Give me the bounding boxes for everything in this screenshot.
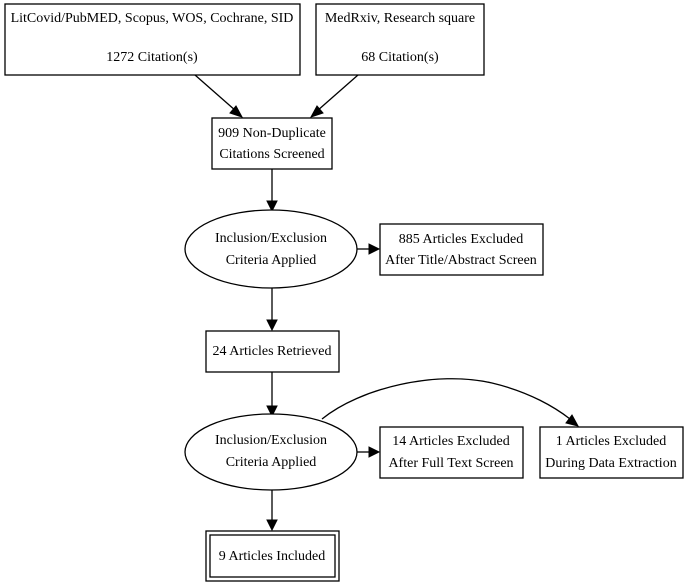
node-criteria-1: Inclusion/Exclusion Criteria Applied [184,209,358,289]
node-screened: 909 Non-Duplicate Citations Screened [211,117,333,170]
node-retrieved: 24 Articles Retrieved [205,330,340,373]
node-screened-line1: 909 Non-Duplicate [218,126,326,141]
node-source-databases-line2: 1272 Citation(s) [106,50,198,65]
node-criteria-2-line2: Criteria Applied [226,455,317,470]
node-excluded-data-extraction-line1: 1 Articles Excluded [556,434,666,449]
edge-preprints-to-screened [316,74,359,112]
node-excluded-data-extraction: 1 Articles Excluded During Data Extracti… [539,426,684,479]
node-criteria-1-line1: Inclusion/Exclusion [215,231,327,246]
node-excluded-full-text-line1: 14 Articles Excluded [392,434,509,449]
edge-criteria-2-to-excluded-data-extraction [321,378,571,420]
node-excluded-title-abstract-line2: After Title/Abstract Screen [385,253,537,268]
arrowhead-criteria-1-to-retrieved [266,319,278,332]
node-excluded-full-text: 14 Articles Excluded After Full Text Scr… [379,426,524,479]
node-criteria-2-line1: Inclusion/Exclusion [215,433,327,448]
edge-databases-to-screened [194,74,237,112]
node-source-preprints-line2: 68 Citation(s) [361,50,439,65]
node-included: 9 Articles Included [205,530,340,582]
node-retrieved-line1: 24 Articles Retrieved [213,344,332,359]
node-excluded-data-extraction-line2: During Data Extraction [545,456,676,471]
node-excluded-title-abstract: 885 Articles Excluded After Title/Abstra… [379,223,544,276]
arrowhead-criteria-2-to-included [266,519,278,532]
edges [194,74,579,532]
node-excluded-full-text-line2: After Full Text Screen [388,456,513,471]
arrowhead-retrieved-to-criteria-2 [266,405,278,418]
node-criteria-2: Inclusion/Exclusion Criteria Applied [184,413,358,491]
node-screened-line2: Citations Screened [219,147,324,162]
arrowhead-screened-to-criteria-1 [266,200,278,213]
node-source-databases: LitCovid/PubMED, Scopus, WOS, Cochrane, … [4,3,301,76]
arrowhead-criteria-2-to-excluded-full-text [368,446,381,458]
node-source-preprints: MedRxiv, Research square 68 Citation(s) [315,3,485,76]
arrowhead-criteria-2-to-excluded-data-extraction [565,414,579,427]
node-excluded-title-abstract-line1: 885 Articles Excluded [399,232,523,247]
arrowhead-databases-to-screened [229,105,244,118]
node-source-databases-line1: LitCovid/PubMED, Scopus, WOS, Cochrane, … [11,11,294,26]
arrowhead-criteria-1-to-excluded-title-abstract [368,243,381,255]
arrowhead-preprints-to-screened [309,105,324,118]
node-source-preprints-line1: MedRxiv, Research square [325,11,475,26]
node-included-line1: 9 Articles Included [219,549,326,564]
node-criteria-1-line2: Criteria Applied [226,253,317,268]
